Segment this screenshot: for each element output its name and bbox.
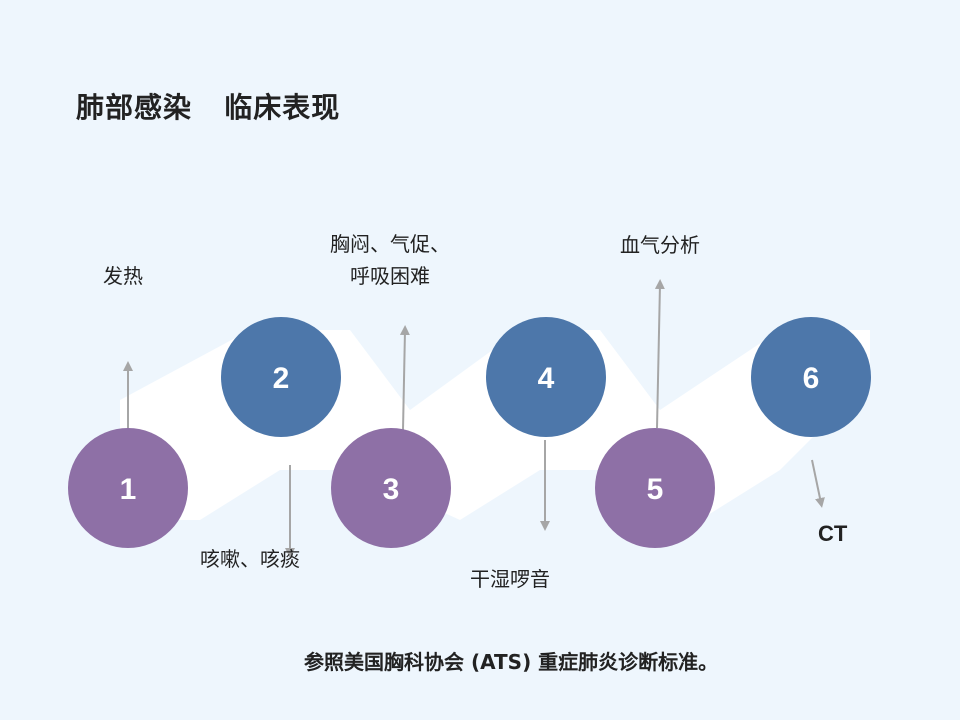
arrow-6 — [811, 459, 825, 508]
node-6-number: 6 — [803, 362, 820, 395]
node-1: 1 — [68, 428, 188, 548]
node-4-number: 4 — [538, 362, 555, 395]
arrow-5 — [654, 279, 665, 429]
node-1-label: 发热 — [103, 264, 143, 288]
node-2-label-line-1: 胸闷、气促、 — [330, 232, 450, 256]
node-6-label: CT — [818, 521, 848, 546]
slide-title: 肺部感染 临床表现 — [76, 91, 341, 124]
node-6: 6 — [751, 317, 871, 437]
node-1-number: 1 — [120, 473, 137, 506]
node-3-number: 3 — [383, 473, 400, 506]
footer-note: 参照美国胸科协会 (ATS) 重症肺炎诊断标准。 — [304, 650, 719, 674]
node-2-number: 2 — [273, 362, 290, 395]
node-4-label: 血气分析 — [620, 233, 700, 257]
node-3-label: 咳嗽、咳痰 — [200, 547, 300, 571]
node-2-label: 胸闷、气促、 呼吸困难 — [300, 228, 480, 292]
node-5-number: 5 — [647, 473, 664, 506]
node-2-label-line-2: 呼吸困难 — [350, 264, 430, 288]
node-4: 4 — [486, 317, 606, 437]
arrow-3 — [399, 325, 410, 431]
node-5: 5 — [595, 428, 715, 548]
node-3: 3 — [331, 428, 451, 548]
node-5-label: 干湿啰音 — [470, 567, 550, 591]
node-2: 2 — [221, 317, 341, 437]
